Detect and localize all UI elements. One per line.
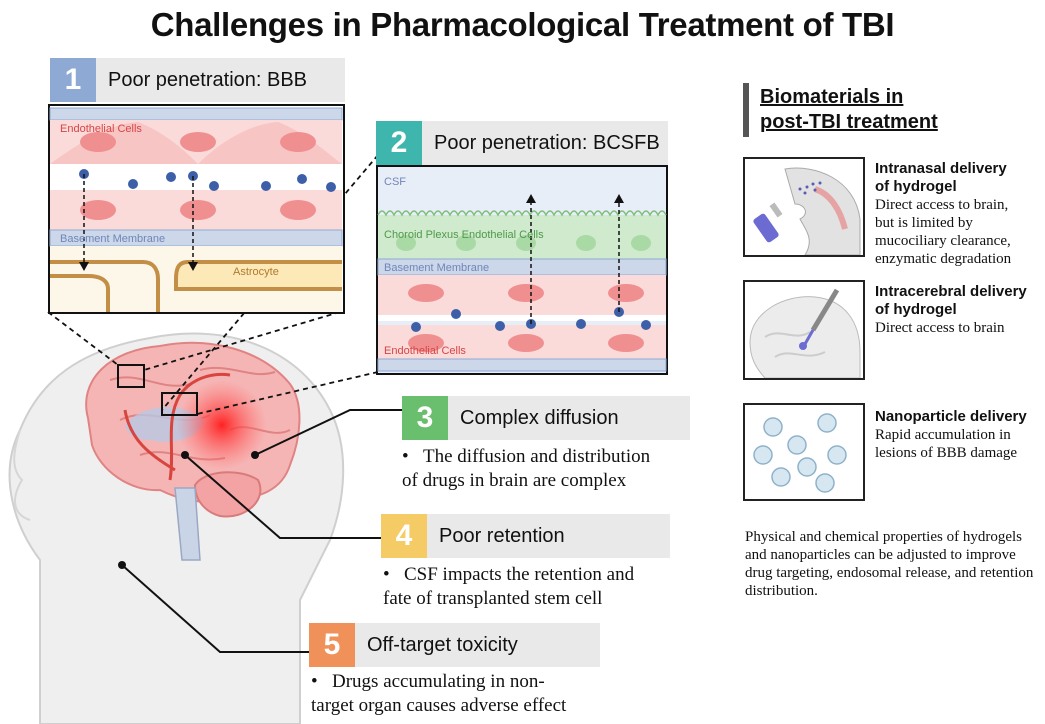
panel1-number: 1 xyxy=(50,58,96,102)
zoom-box-bcsfb xyxy=(161,392,198,416)
intracerebral-title-line2: of hydrogel xyxy=(875,301,957,318)
intracerebral-illustration xyxy=(743,280,865,380)
challenge5-number: 5 xyxy=(309,623,355,667)
intranasal-line1: Direct access to brain, xyxy=(875,197,1009,213)
bcsfb-diagram: CSF Choroid Plexus Endothelial Cells Bas… xyxy=(376,165,668,375)
intranasal-line3: mucociliary clearance, xyxy=(875,233,1011,249)
intranasal-line2: but is limited by xyxy=(875,215,973,231)
panel1-header: 1 Poor penetration: BBB xyxy=(50,58,345,102)
bcsfb-csf-label: CSF xyxy=(384,176,406,188)
challenge5-header: 5 Off-target toxicity xyxy=(309,623,600,667)
bcsfb-choroid-label: Choroid Plexus Endothelial Cells xyxy=(384,229,544,241)
challenge3-line1: The diffusion and distribution xyxy=(423,446,651,467)
intranasal-title: Intranasal delivery of hydrogel xyxy=(875,160,1007,196)
challenge5-line1: Drugs accumulating in non- xyxy=(332,671,545,692)
challenge4-label: Poor retention xyxy=(427,514,670,558)
bbb-basement-label: Basement Membrane xyxy=(60,233,165,245)
bcsfb-endothelial-label: Endothelial Cells xyxy=(384,345,466,357)
challenge3-label: Complex diffusion xyxy=(448,396,690,440)
biomaterials-heading: Biomaterials in post-TBI treatment xyxy=(760,85,938,135)
challenge3-description: • The diffusion and distribution of drug… xyxy=(402,446,651,491)
nanoparticle-line2: lesions of BBB damage xyxy=(875,445,1018,461)
bcsfb-basement-label: Basement Membrane xyxy=(384,262,489,274)
biomaterials-heading-line2: post-TBI treatment xyxy=(760,111,938,133)
intracerebral-title-line1: Intracerebral delivery xyxy=(875,283,1027,300)
biomaterials-heading-line1: Biomaterials in xyxy=(760,86,904,108)
intracerebral-title: Intracerebral delivery of hydrogel xyxy=(875,283,1027,319)
challenge4-header: 4 Poor retention xyxy=(381,514,670,558)
challenge3-header: 3 Complex diffusion xyxy=(402,396,690,440)
challenge4-line1: CSF impacts the retention and xyxy=(404,564,635,585)
intranasal-text: Direct access to brain, but is limited b… xyxy=(875,196,1045,268)
intracerebral-text: Direct access to brain xyxy=(875,319,1045,337)
biomaterials-accent-bar xyxy=(743,83,749,137)
intranasal-line4: enzymatic degradation xyxy=(875,251,1012,267)
nanoparticle-title: Nanoparticle delivery xyxy=(875,408,1027,425)
biomaterials-footnote: Physical and chemical properties of hydr… xyxy=(745,529,1034,599)
intracerebral-line1: Direct access to brain xyxy=(875,320,1005,336)
panel2-number: 2 xyxy=(376,121,422,165)
intranasal-title-line2: of hydrogel xyxy=(875,178,957,195)
bbb-astrocyte-label: Astrocyte xyxy=(233,266,279,278)
challenge3-line2: of drugs in brain are complex xyxy=(402,470,627,491)
nanoparticle-illustration xyxy=(743,403,865,501)
figure-title: Challenges in Pharmacological Treatment … xyxy=(150,6,895,43)
nanoparticle-line1: Rapid accumulation in xyxy=(875,427,1011,443)
bbb-endothelial-label: Endothelial Cells xyxy=(60,123,142,135)
challenge5-line2: target organ causes adverse effect xyxy=(311,695,567,716)
intranasal-title-line1: Intranasal delivery xyxy=(875,160,1007,177)
zoom-box-bbb xyxy=(117,364,145,388)
challenge5-label: Off-target toxicity xyxy=(355,623,600,667)
panel2-header: 2 Poor penetration: BCSFB xyxy=(376,121,668,165)
bbb-diagram: Endothelial Cells Basement Membrane Astr… xyxy=(48,104,345,314)
challenge4-number: 4 xyxy=(381,514,427,558)
nanoparticle-text: Rapid accumulation in lesions of BBB dam… xyxy=(875,426,1045,462)
panel2-label: Poor penetration: BCSFB xyxy=(422,121,668,165)
challenge3-number: 3 xyxy=(402,396,448,440)
panel1-label: Poor penetration: BBB xyxy=(96,58,345,102)
challenge4-description: • CSF impacts the retention and fate of … xyxy=(383,564,635,609)
intranasal-illustration xyxy=(743,157,865,257)
challenge4-line2: fate of transplanted stem cell xyxy=(383,588,603,609)
challenge5-description: • Drugs accumulating in non- target orga… xyxy=(311,671,567,716)
